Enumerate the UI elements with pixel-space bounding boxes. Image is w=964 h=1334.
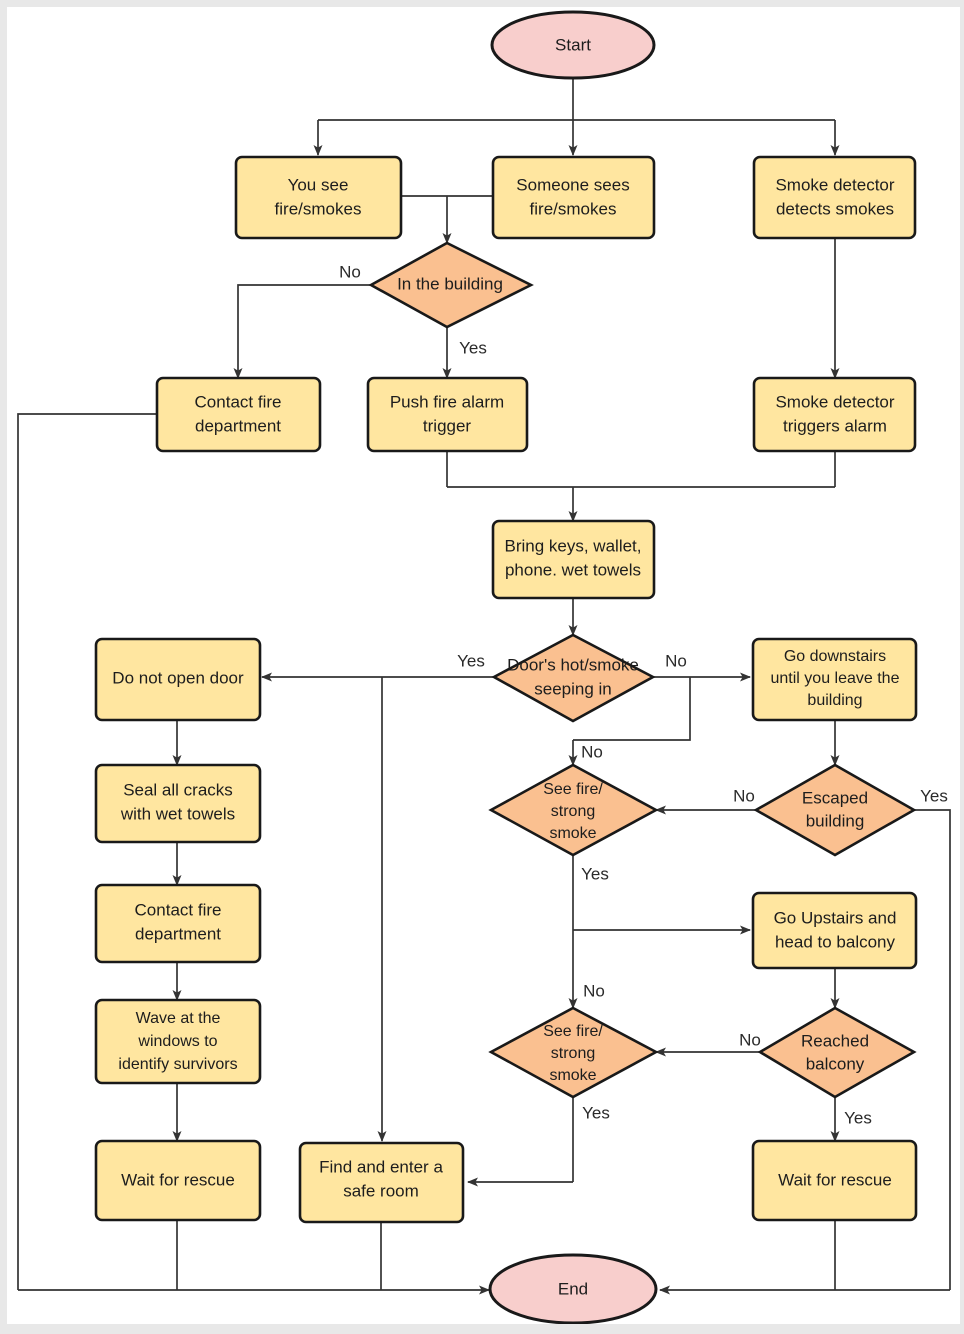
node-see-fire-1-label-line1: See fire/ <box>543 781 603 798</box>
edge-in-building-no <box>233 284 371 379</box>
node-contact-fire-department-2[interactable]: Contact fire department <box>94 883 262 964</box>
node-smoke-detector-detects[interactable]: Smoke detector detects smokes <box>752 155 917 240</box>
node-go-upstairs-label-line1: Go Upstairs and <box>774 908 897 927</box>
node-go-downstairs[interactable]: Go downstairs until you leave the buildi… <box>751 637 918 722</box>
node-start[interactable]: Start <box>490 10 656 80</box>
edge-label-escaped-yes: Yes <box>920 786 948 805</box>
node-reached-label-line2: balcony <box>806 1054 865 1073</box>
edge-label-door-hot-yes: Yes <box>457 651 485 670</box>
node-contact-fd-1-label-line1: Contact fire <box>195 392 282 411</box>
edge-label-reached-no: No <box>739 1030 761 1049</box>
node-push-fire-alarm-trigger[interactable]: Push fire alarm trigger <box>366 376 529 453</box>
node-someone-sees-fire-label-line2: fire/smokes <box>530 199 617 218</box>
node-wave-at-windows[interactable]: Wave at the windows to identify survivor… <box>94 998 262 1085</box>
edge-labels: No Yes Yes No No No Yes Yes No Yes No Ye… <box>339 262 948 1127</box>
node-see-fire-1-label-line3: smoke <box>549 825 596 842</box>
edge-label-see-fire-1-yes: Yes <box>581 864 609 883</box>
node-do-not-open-door-label: Do not open door <box>112 668 244 687</box>
node-you-see-fire-label-line1: You see <box>288 175 349 194</box>
node-escaped-label-line2: building <box>806 811 865 830</box>
node-end[interactable]: End <box>488 1253 658 1325</box>
node-contact-fd-2-label-line1: Contact fire <box>135 900 222 919</box>
node-see-fire-2-label-line3: smoke <box>549 1067 596 1084</box>
node-see-fire-2-label-line2: strong <box>551 1045 595 1062</box>
node-escaped-label-line1: Escaped <box>802 788 868 807</box>
node-see-fire-strong-smoke-2[interactable]: See fire/ strong smoke <box>488 1006 659 1099</box>
node-in-the-building-label: In the building <box>397 274 503 293</box>
edge-label-door-hot-no-down: No <box>581 742 603 761</box>
node-seal-all-cracks[interactable]: Seal all cracks with wet towels <box>94 763 262 844</box>
node-contact-fd-1-label-line2: department <box>195 416 281 435</box>
node-safe-room-label-line1: Find and enter a <box>319 1157 443 1176</box>
node-bring-keys[interactable]: Bring keys, wallet, phone. wet towels <box>491 519 656 600</box>
node-find-safe-room[interactable]: Find and enter a safe room <box>298 1141 465 1224</box>
page-margin-right <box>960 0 964 1334</box>
node-door-hot-smoke[interactable]: Door's hot/smoke seeping in <box>491 633 656 723</box>
node-see-fire-1-label-line2: strong <box>551 803 595 820</box>
node-push-alarm-label-line2: trigger <box>423 416 472 435</box>
node-reached-balcony[interactable]: Reached balcony <box>757 1006 917 1099</box>
node-end-label: End <box>558 1279 588 1298</box>
node-seal-cracks-label-line1: Seal all cracks <box>123 780 233 799</box>
node-go-upstairs-balcony[interactable]: Go Upstairs and head to balcony <box>751 891 918 970</box>
node-push-alarm-label-line1: Push fire alarm <box>390 392 504 411</box>
edge-contact-fd-1-to-end <box>17 413 157 1290</box>
node-you-see-fire-label-line2: fire/smokes <box>275 199 362 218</box>
page-margin-left <box>0 0 7 1334</box>
node-reached-label-line1: Reached <box>801 1031 869 1050</box>
node-det-triggers-label-line2: triggers alarm <box>783 416 887 435</box>
edge-label-reached-yes: Yes <box>844 1108 872 1127</box>
node-wave-label-line1: Wave at the <box>136 1010 221 1027</box>
node-see-fire-strong-smoke-1[interactable]: See fire/ strong smoke <box>488 763 659 857</box>
node-see-fire-2-label-line1: See fire/ <box>543 1023 603 1040</box>
edge-label-see-fire-2-no: No <box>583 981 605 1000</box>
node-wave-label-line2: windows to <box>137 1033 217 1050</box>
node-go-down-label-line2: until you leave the <box>771 670 900 687</box>
node-wait-for-rescue-2[interactable]: Wait for rescue <box>751 1139 918 1222</box>
node-wait-for-rescue-1[interactable]: Wait for rescue <box>94 1139 262 1222</box>
node-smoke-detector-detects-label-line1: Smoke detector <box>775 175 894 194</box>
node-do-not-open-door[interactable]: Do not open door <box>94 637 262 722</box>
node-contact-fd-2-label-line2: department <box>135 924 221 943</box>
edges <box>17 77 951 1295</box>
node-go-down-label-line3: building <box>807 692 862 709</box>
node-det-triggers-label-line1: Smoke detector <box>775 392 894 411</box>
node-contact-fire-department-1[interactable]: Contact fire department <box>155 376 322 453</box>
node-you-see-fire[interactable]: You see fire/smokes <box>234 155 403 240</box>
node-smoke-detector-triggers-alarm[interactable]: Smoke detector triggers alarm <box>752 376 917 453</box>
node-someone-sees-fire-label-line1: Someone sees <box>516 175 629 194</box>
node-go-down-label-line1: Go downstairs <box>784 648 886 665</box>
node-door-hot-label-line2: seeping in <box>534 679 612 698</box>
edge-escaped-yes <box>914 809 951 1290</box>
node-seal-cracks-label-line2: with wet towels <box>120 804 235 823</box>
edge-door-hot-no-down <box>573 677 691 741</box>
node-smoke-detector-detects-label-line2: detects smokes <box>776 199 894 218</box>
edge-label-door-hot-no: No <box>665 651 687 670</box>
node-safe-room-label-line2: safe room <box>343 1181 419 1200</box>
node-wait-1-label: Wait for rescue <box>121 1170 235 1189</box>
node-someone-sees-fire[interactable]: Someone sees fire/smokes <box>491 155 656 240</box>
node-wait-2-label: Wait for rescue <box>778 1170 892 1189</box>
node-in-the-building[interactable]: In the building <box>368 241 534 329</box>
node-go-upstairs-label-line2: head to balcony <box>775 932 896 951</box>
node-escaped-building[interactable]: Escaped building <box>753 763 917 857</box>
node-door-hot-label-line1: Door's hot/smoke <box>507 655 639 674</box>
node-start-label: Start <box>555 35 591 54</box>
node-wave-label-line3: identify survivors <box>118 1056 237 1073</box>
node-bring-keys-label-line2: phone. wet towels <box>505 560 641 579</box>
edge-label-in-building-yes: Yes <box>459 338 487 357</box>
edge-label-see-fire-2-yes: Yes <box>582 1103 610 1122</box>
edge-label-in-building-no: No <box>339 262 361 281</box>
edge-label-escaped-no: No <box>733 786 755 805</box>
node-bring-keys-label-line1: Bring keys, wallet, <box>505 536 642 555</box>
